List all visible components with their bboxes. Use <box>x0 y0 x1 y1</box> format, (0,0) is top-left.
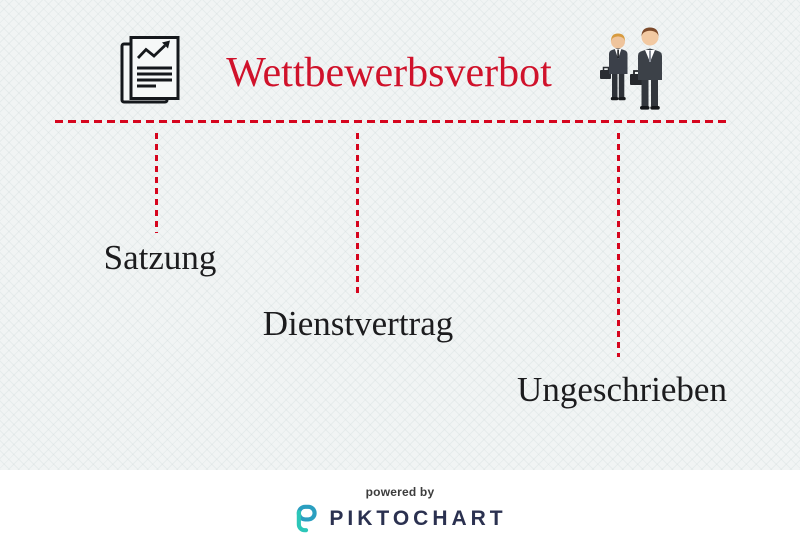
branch-connector-ungeschrieben <box>617 133 620 357</box>
footer-bar: powered by PIKTOCHART <box>0 470 800 550</box>
branch-label-dienstvertrag: Dienstvertrag <box>262 304 454 343</box>
businessman-large <box>630 27 662 110</box>
powered-by-text: powered by <box>365 485 435 499</box>
piktochart-logo-icon <box>293 503 320 534</box>
branch-connector-satzung <box>155 133 158 233</box>
branch-label-ungeschrieben: Ungeschrieben <box>517 370 727 409</box>
page-title: Wettbewerbsverbot <box>226 50 552 96</box>
piktochart-wordmark: PIKTOCHART <box>329 506 507 530</box>
businessman-small <box>600 33 628 101</box>
piktochart-brand[interactable]: PIKTOCHART <box>0 503 800 534</box>
branch-label-satzung: Satzung <box>103 238 217 277</box>
branch-connector-dienstvertrag <box>356 133 359 298</box>
timeline-horizontal-dashed-line <box>55 120 728 123</box>
two-businessmen-icon <box>592 20 680 120</box>
report-document-icon <box>117 35 183 110</box>
